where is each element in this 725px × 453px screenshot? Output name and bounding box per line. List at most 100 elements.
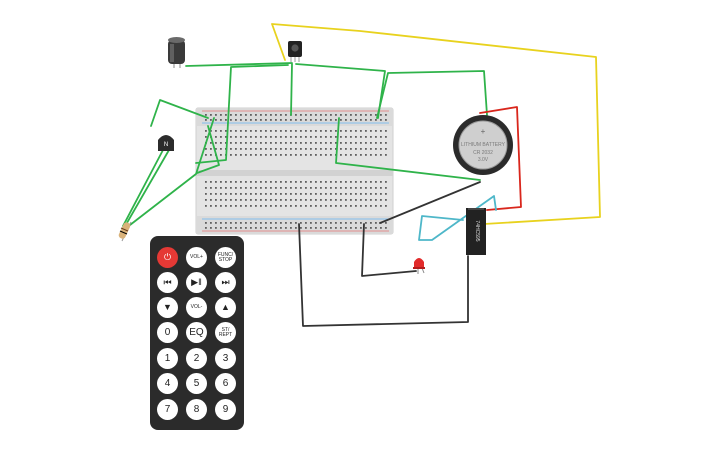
breadboard-hole[interactable] bbox=[235, 193, 237, 195]
breadboard-hole[interactable] bbox=[340, 205, 342, 207]
breadboard-hole[interactable] bbox=[315, 187, 317, 189]
breadboard-hole[interactable] bbox=[205, 114, 207, 116]
breadboard-hole[interactable] bbox=[255, 193, 257, 195]
breadboard-hole[interactable] bbox=[360, 136, 362, 138]
breadboard-hole[interactable] bbox=[235, 130, 237, 132]
breadboard-hole[interactable] bbox=[245, 205, 247, 207]
breadboard-hole[interactable] bbox=[365, 222, 367, 224]
breadboard-hole[interactable] bbox=[215, 222, 217, 224]
breadboard-hole[interactable] bbox=[320, 142, 322, 144]
breadboard-hole[interactable] bbox=[350, 193, 352, 195]
breadboard-hole[interactable] bbox=[330, 142, 332, 144]
breadboard-hole[interactable] bbox=[240, 154, 242, 156]
breadboard-hole[interactable] bbox=[270, 187, 272, 189]
breadboard-hole[interactable] bbox=[270, 193, 272, 195]
breadboard-hole[interactable] bbox=[365, 154, 367, 156]
wire-yellow[interactable] bbox=[271, 23, 601, 225]
breadboard-hole[interactable] bbox=[255, 199, 257, 201]
breadboard-hole[interactable] bbox=[355, 222, 357, 224]
breadboard-hole[interactable] bbox=[345, 142, 347, 144]
breadboard-hole[interactable] bbox=[215, 199, 217, 201]
breadboard-hole[interactable] bbox=[295, 154, 297, 156]
breadboard-hole[interactable] bbox=[345, 181, 347, 183]
breadboard-hole[interactable] bbox=[300, 119, 302, 121]
breadboard-hole[interactable] bbox=[295, 130, 297, 132]
breadboard-hole[interactable] bbox=[310, 136, 312, 138]
remote-button-num-4[interactable]: 4 bbox=[157, 373, 178, 394]
breadboard-hole[interactable] bbox=[385, 187, 387, 189]
breadboard-hole[interactable] bbox=[295, 142, 297, 144]
breadboard-hole[interactable] bbox=[275, 154, 277, 156]
breadboard-hole[interactable] bbox=[245, 114, 247, 116]
breadboard-hole[interactable] bbox=[365, 199, 367, 201]
breadboard-hole[interactable] bbox=[290, 227, 292, 229]
breadboard-hole[interactable] bbox=[230, 205, 232, 207]
breadboard-hole[interactable] bbox=[275, 205, 277, 207]
breadboard-hole[interactable] bbox=[290, 187, 292, 189]
breadboard-hole[interactable] bbox=[275, 199, 277, 201]
breadboard-hole[interactable] bbox=[355, 136, 357, 138]
breadboard-hole[interactable] bbox=[365, 119, 367, 121]
breadboard-hole[interactable] bbox=[285, 187, 287, 189]
breadboard-hole[interactable] bbox=[270, 119, 272, 121]
breadboard-hole[interactable] bbox=[385, 136, 387, 138]
breadboard-hole[interactable] bbox=[240, 187, 242, 189]
breadboard-hole[interactable] bbox=[265, 136, 267, 138]
breadboard-hole[interactable] bbox=[230, 222, 232, 224]
breadboard-hole[interactable] bbox=[370, 193, 372, 195]
breadboard-hole[interactable] bbox=[345, 187, 347, 189]
breadboard[interactable] bbox=[195, 107, 394, 235]
breadboard-hole[interactable] bbox=[230, 136, 232, 138]
breadboard-hole[interactable] bbox=[375, 187, 377, 189]
breadboard-hole[interactable] bbox=[265, 205, 267, 207]
breadboard-hole[interactable] bbox=[295, 136, 297, 138]
wire-dark[interactable] bbox=[298, 223, 469, 327]
breadboard-hole[interactable] bbox=[265, 187, 267, 189]
breadboard-hole[interactable] bbox=[360, 114, 362, 116]
breadboard-hole[interactable] bbox=[260, 136, 262, 138]
breadboard-hole[interactable] bbox=[310, 193, 312, 195]
breadboard-hole[interactable] bbox=[260, 130, 262, 132]
breadboard-hole[interactable] bbox=[260, 222, 262, 224]
breadboard-hole[interactable] bbox=[295, 148, 297, 150]
breadboard-hole[interactable] bbox=[255, 227, 257, 229]
breadboard-hole[interactable] bbox=[370, 199, 372, 201]
breadboard-hole[interactable] bbox=[355, 193, 357, 195]
breadboard-hole[interactable] bbox=[245, 154, 247, 156]
breadboard-hole[interactable] bbox=[340, 114, 342, 116]
breadboard-hole[interactable] bbox=[355, 227, 357, 229]
breadboard-hole[interactable] bbox=[345, 154, 347, 156]
breadboard-hole[interactable] bbox=[380, 119, 382, 121]
breadboard-hole[interactable] bbox=[375, 193, 377, 195]
breadboard-hole[interactable] bbox=[210, 199, 212, 201]
breadboard-hole[interactable] bbox=[310, 205, 312, 207]
breadboard-hole[interactable] bbox=[270, 130, 272, 132]
breadboard-hole[interactable] bbox=[335, 227, 337, 229]
breadboard-hole[interactable] bbox=[295, 181, 297, 183]
wire-green[interactable] bbox=[123, 149, 170, 229]
breadboard-hole[interactable] bbox=[275, 148, 277, 150]
breadboard-hole[interactable] bbox=[300, 148, 302, 150]
breadboard-hole[interactable] bbox=[315, 142, 317, 144]
breadboard-hole[interactable] bbox=[330, 193, 332, 195]
breadboard-hole[interactable] bbox=[320, 199, 322, 201]
breadboard-hole[interactable] bbox=[285, 136, 287, 138]
breadboard-hole[interactable] bbox=[225, 199, 227, 201]
breadboard-hole[interactable] bbox=[230, 227, 232, 229]
breadboard-hole[interactable] bbox=[325, 154, 327, 156]
breadboard-hole[interactable] bbox=[300, 187, 302, 189]
breadboard-hole[interactable] bbox=[305, 130, 307, 132]
breadboard-hole[interactable] bbox=[205, 222, 207, 224]
breadboard-hole[interactable] bbox=[370, 114, 372, 116]
wire-green[interactable] bbox=[185, 62, 293, 67]
breadboard-hole[interactable] bbox=[350, 227, 352, 229]
breadboard-hole[interactable] bbox=[280, 148, 282, 150]
breadboard-hole[interactable] bbox=[330, 222, 332, 224]
breadboard-hole[interactable] bbox=[290, 199, 292, 201]
breadboard-hole[interactable] bbox=[250, 193, 252, 195]
breadboard-hole[interactable] bbox=[210, 119, 212, 121]
breadboard-hole[interactable] bbox=[300, 193, 302, 195]
breadboard-hole[interactable] bbox=[300, 114, 302, 116]
breadboard-hole[interactable] bbox=[260, 154, 262, 156]
